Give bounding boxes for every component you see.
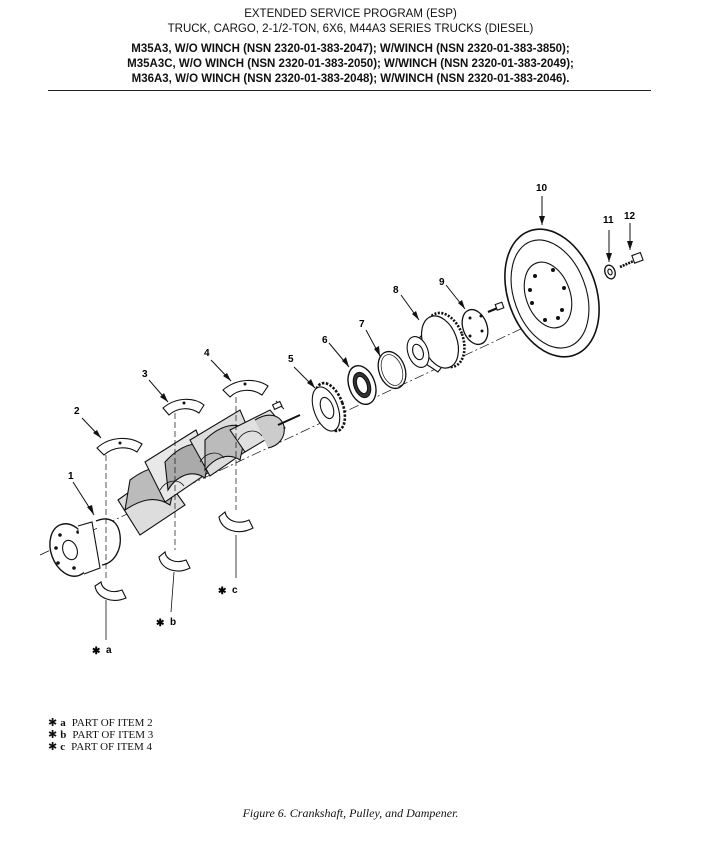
callout-6: 6	[322, 335, 328, 346]
legend-text: PART OF ITEM 2	[71, 717, 153, 729]
callout-10: 10	[536, 183, 548, 194]
callout-1: 1	[68, 471, 74, 482]
ref-mark-b: b	[170, 617, 176, 628]
crankshaft	[49, 400, 301, 577]
legend-star: ✱	[48, 716, 58, 729]
legend-letter: b	[60, 729, 67, 741]
figure-caption: Figure 6. Crankshaft, Pulley, and Dampen…	[242, 806, 459, 820]
callout-4: 4	[204, 348, 210, 359]
callout-5: 5	[288, 354, 294, 365]
legend-letter: c	[60, 741, 66, 753]
ref-mark-a: a	[106, 645, 112, 656]
washer	[604, 264, 616, 280]
legend-letter: a	[60, 717, 66, 729]
callout-7: 7	[359, 319, 365, 330]
legend-star: ✱	[48, 728, 58, 741]
lower-bearing-a	[94, 581, 127, 601]
header-line-4: M35A3C, W/O WINCH (NSN 2320-01-383-2050)…	[127, 58, 574, 70]
lower-bearing-c	[218, 511, 254, 533]
legend-text: PART OF ITEM 4	[71, 741, 153, 753]
callout-3: 3	[142, 369, 148, 380]
lower-bearing-b	[158, 550, 191, 572]
header-line-5: M36A3, W/O WINCH (NSN 2320-01-383-2048);…	[131, 73, 570, 85]
crankshaft-centerline	[39, 319, 541, 556]
pulley	[406, 311, 466, 373]
dampener	[504, 228, 600, 358]
header-line-3: M35A3, W/O WINCH (NSN 2320-01-383-2047);…	[131, 43, 570, 55]
callout-9: 9	[439, 277, 445, 288]
callout-11: 11	[603, 215, 614, 226]
spacer-plate	[461, 301, 505, 346]
dampener-bolt	[619, 251, 644, 269]
callout-12: 12	[624, 211, 636, 222]
legend-item-c: ✱c PART OF ITEM 4	[48, 740, 153, 754]
legend-item-a: ✱a PART OF ITEM 2	[48, 716, 153, 730]
upper-bearing-item-4	[222, 379, 269, 398]
legend-star: ✱	[48, 740, 58, 753]
header-line-2: TRUCK, CARGO, 2-1/2-TON, 6X6, M44A3 SERI…	[167, 23, 534, 35]
ref-mark-star-a: ✱	[92, 646, 101, 657]
ref-mark-c: c	[232, 585, 238, 596]
legend-text: PART OF ITEM 3	[72, 729, 154, 741]
header-line-1: EXTENDED SERVICE PROGRAM (ESP)	[244, 8, 457, 20]
oil-seal	[347, 364, 377, 406]
callout-2: 2	[74, 406, 80, 417]
ref-mark-star-c: ✱	[218, 586, 227, 597]
ref-mark-star-b: ✱	[156, 618, 165, 629]
upper-bearing-item-2	[96, 437, 143, 456]
header-rule	[48, 90, 651, 91]
callout-8: 8	[393, 285, 399, 296]
upper-bearing-item-3	[162, 398, 205, 416]
legend-item-b: ✱b PART OF ITEM 3	[48, 728, 154, 742]
o-ring	[377, 350, 407, 390]
crankshaft-gear	[311, 381, 347, 433]
